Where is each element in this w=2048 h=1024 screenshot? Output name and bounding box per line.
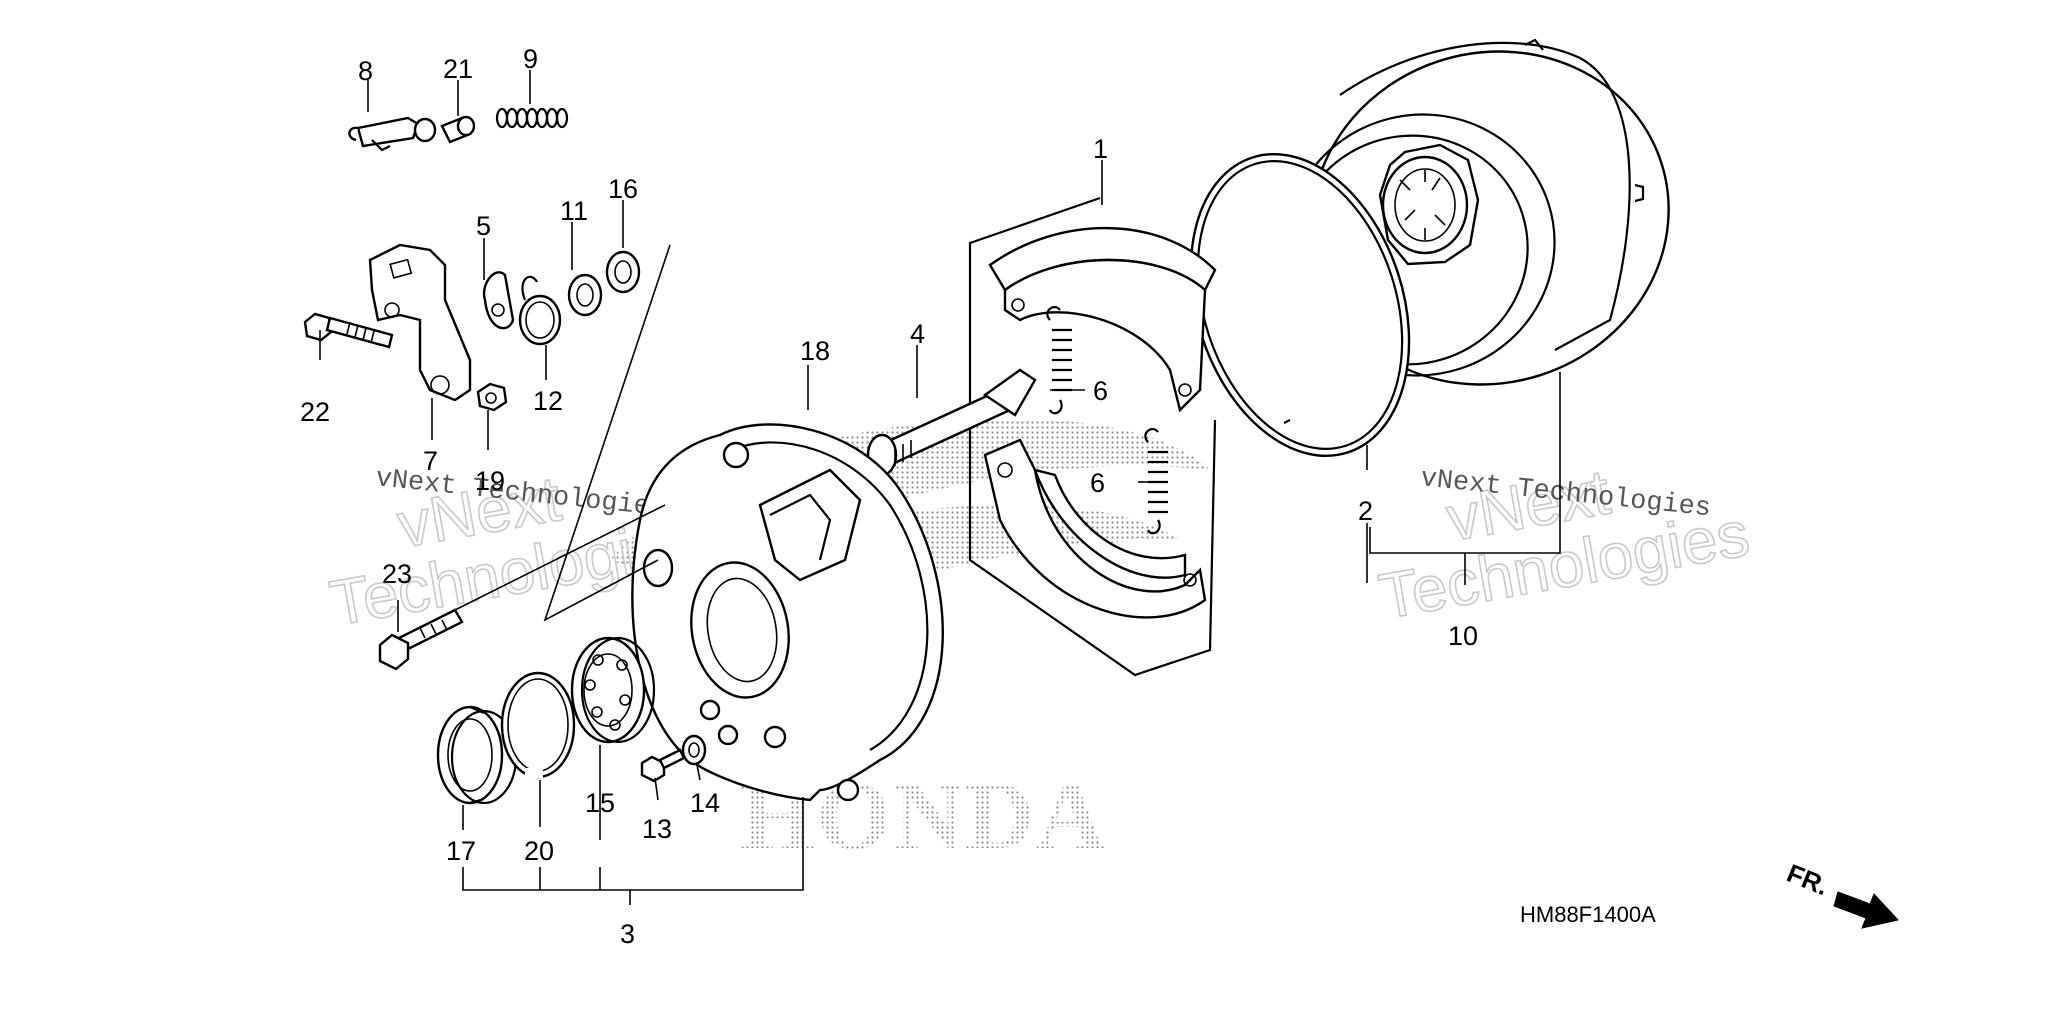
leader-lines [319,70,1368,840]
callout-14: 14 [690,788,720,818]
wear-indicator-5 [482,271,515,330]
washer-14 [681,734,707,766]
spring-9 [495,107,569,129]
callout-21: 21 [443,54,473,84]
torsion-spring-12 [518,275,562,346]
callout-23: 23 [382,559,412,589]
brake-panel [631,423,944,802]
diagram-reference-code: HM88F1400A [1520,902,1656,927]
callout-13: 13 [642,814,672,844]
callout-18: 18 [800,336,830,366]
callout-8: 8 [358,56,373,86]
watermark-right: vNext Technologies vNext Technologies [1373,455,1755,634]
oil-seal [436,705,518,805]
assembly-guide-line-left [543,244,671,622]
seal-11 [567,273,603,317]
brake-shoe-lower [983,438,1207,619]
callout-12: 12 [533,386,563,416]
seal-16 [605,250,641,294]
front-arrow-icon [1833,891,1899,929]
callout-5: 5 [476,211,491,241]
callout-22: 22 [300,397,330,427]
brake-lever-bracket-7 [368,243,472,402]
return-spring-lower [1144,427,1168,535]
callout-10: 10 [1448,621,1478,651]
callout-7: 7 [423,446,438,476]
callout-17: 17 [446,836,476,866]
front-direction-indicator: FR. [1783,858,1899,929]
callout-20: 20 [524,836,554,866]
callout-4: 4 [910,319,925,349]
callout-16: 16 [608,174,638,204]
callout-1: 1 [1093,134,1108,164]
flange-bolt-23 [378,504,666,671]
svg-text:FR.: FR. [1783,858,1833,902]
callout-6-lower: 6 [1090,468,1105,498]
brake-arm-8 [348,116,437,152]
flange-bolt-13 [640,748,686,783]
brake-shoe-bracket [968,196,1217,677]
circlip [500,671,576,779]
return-spring-upper [1046,305,1072,415]
callout-19: 19 [475,466,505,496]
collar-21 [440,115,476,144]
callout-6-upper: 6 [1093,376,1108,406]
callout-11: 11 [560,196,588,226]
callout-3: 3 [620,919,635,949]
bolt-22 [303,312,394,349]
brake-shoe-upper [988,226,1217,413]
nut-19 [476,382,508,412]
o-ring [1189,152,1411,458]
callout-numbers: 8 21 9 5 11 16 22 7 12 19 23 18 4 1 6 6 … [300,44,1478,949]
callout-9: 9 [523,44,538,74]
callout-15: 15 [585,788,615,818]
radial-bearing [570,636,656,744]
group-bracket-10 [1369,372,1561,585]
callout-2: 2 [1358,496,1373,526]
group-bracket-3 [462,797,804,905]
